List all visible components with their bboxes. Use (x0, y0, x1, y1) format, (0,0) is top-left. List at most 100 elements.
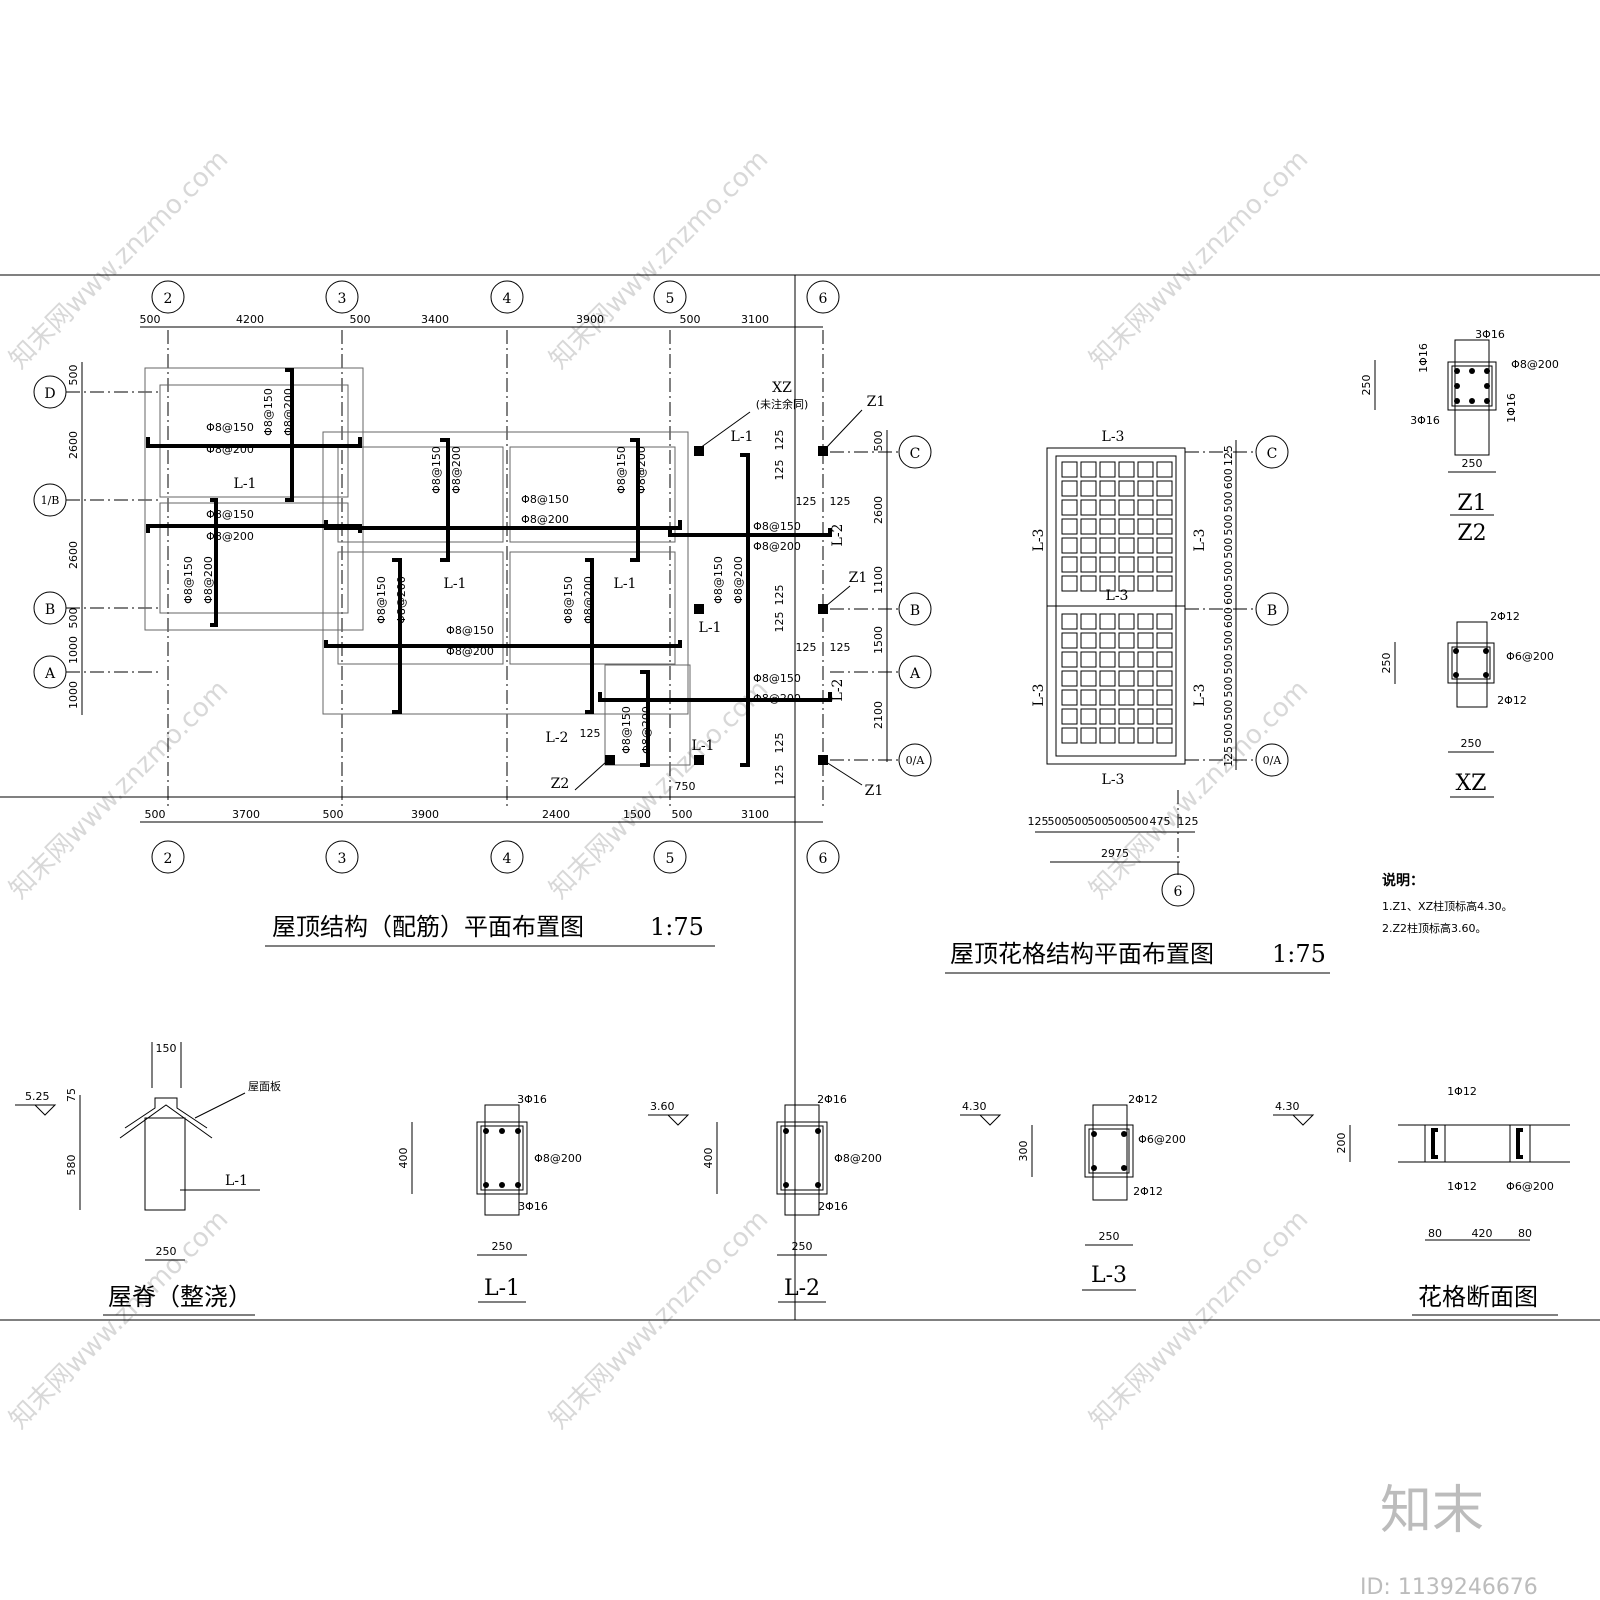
column-xz (694, 755, 704, 765)
dim-text: 500 (67, 608, 80, 629)
dim-text: 125 (773, 430, 786, 451)
rebar-labels: Φ8@150 Φ8@200 Φ8@150 Φ8@200 Φ8@150 Φ8@20… (182, 388, 801, 754)
dim-text: 500 (672, 808, 693, 821)
lattice-cell (1137, 651, 1154, 668)
lattice-cell (1118, 480, 1135, 497)
lattice-cell (1118, 613, 1135, 630)
axis-label: A (44, 666, 56, 682)
axis-label: 0/A (1263, 754, 1283, 767)
dim-text: 250 (492, 1240, 513, 1253)
rebar-text: 1Φ12 (1447, 1180, 1477, 1193)
column-labels: XZ (未注余同) Z1 Z1 Z1 Z2 (551, 380, 886, 799)
watermark-4: 知末网www.znzmo.com (4, 674, 235, 905)
lattice-cell (1099, 632, 1116, 649)
rebar-text: Φ8@200 (446, 645, 494, 658)
lattice-cell (1061, 670, 1078, 687)
rebar-text: 2Φ16 (818, 1200, 848, 1213)
dim-text: 500 (67, 365, 80, 386)
lattice-cell (1061, 556, 1078, 573)
lattice-cell (1118, 499, 1135, 516)
lattice-cell (1137, 480, 1154, 497)
beam-label: L-3 (1106, 588, 1129, 604)
dim-text: 125 (773, 612, 786, 633)
rebar-text: 3Φ16 (518, 1200, 548, 1213)
small-dimensions: 125 125 125 125 125 125 125 125 125 125 … (580, 430, 851, 794)
rebar-text: Φ8@200 (282, 388, 295, 436)
section-title: L-3 (1091, 1263, 1127, 1288)
dim-text: 475 (1150, 815, 1171, 828)
rebar-text: Φ8@200 (521, 513, 569, 526)
rebar-text: 3Φ16 (1410, 414, 1440, 427)
rebar-text: Φ8@200 (450, 446, 463, 494)
rebar-text: Φ8@150 (620, 706, 633, 754)
dim-text: 125 (773, 733, 786, 754)
lattice-cell (1118, 575, 1135, 592)
axis-label: 6 (819, 291, 828, 307)
dim-text: 125 (796, 495, 817, 508)
column-z1-section: 3Φ16 1Φ16 Φ8@200 1Φ16 3Φ16 250 250 Z1 Z2 (1360, 328, 1559, 546)
lattice-cell (1156, 689, 1173, 706)
axis-label: 2 (164, 291, 173, 307)
beam-label: L-1 (234, 476, 257, 492)
lattice-cell (1080, 537, 1097, 554)
column-xz (694, 604, 704, 614)
rebar-text: Φ8@200 (753, 540, 801, 553)
lattice-cell (1156, 499, 1173, 516)
dim-text: 580 (65, 1155, 78, 1176)
axis-label: 6 (819, 851, 828, 867)
lattice-cell (1099, 613, 1116, 630)
lattice-cell (1137, 670, 1154, 687)
brand-logo: 知末 (1380, 1481, 1485, 1541)
lattice-grid (1061, 461, 1173, 744)
rebar-text: 1Φ16 (1417, 343, 1430, 373)
rebar-text: Φ8@150 (375, 576, 388, 624)
dim-text: 2600 (67, 431, 80, 459)
beam-label: L-1 (692, 738, 715, 754)
rebar-text: Φ8@150 (615, 446, 628, 494)
rebar-text: Φ8@200 (732, 556, 745, 604)
dim-text: 250 (1099, 1230, 1120, 1243)
lattice-cell (1061, 613, 1078, 630)
column-z1 (818, 446, 828, 456)
lattice-bottom-dims: 125 500 500 500 500 500 475 125 (1028, 815, 1199, 828)
column-xz-section: 2Φ12 Φ6@200 2Φ12 250 250 XZ (1380, 610, 1554, 798)
lattice-cell (1137, 556, 1154, 573)
beam-label: L-3 (1192, 529, 1208, 552)
dim-text: 200 (1335, 1133, 1348, 1154)
rebar-text: 1Φ12 (1447, 1085, 1477, 1098)
lattice-cell (1137, 727, 1154, 744)
section-title: Z1 (1457, 491, 1486, 516)
dim-text: 500 (1088, 815, 1109, 828)
rebar-bars (146, 368, 832, 767)
dim-text: 500 (145, 808, 166, 821)
lattice-cell (1118, 518, 1135, 535)
dim-text: 250 (1461, 737, 1482, 750)
lattice-section: 1Φ12 1Φ12 Φ6@200 4.30 200 80 420 80 花格断面… (1273, 1085, 1570, 1316)
column-note: (未注余同) (756, 397, 809, 411)
rebar-text: Φ8@150 (753, 520, 801, 533)
axis-label: 5 (666, 291, 675, 307)
lattice-cell (1080, 651, 1097, 668)
dim-text: 1500 (623, 808, 651, 821)
lattice-cell (1156, 727, 1173, 744)
lattice-cell (1137, 518, 1154, 535)
elevation-text: 3.60 (650, 1100, 675, 1113)
dim-text: 125 (1028, 815, 1049, 828)
dim-text: 1000 (67, 636, 80, 664)
column-label: Z1 (867, 394, 886, 410)
lattice-cell (1118, 727, 1135, 744)
note-line: 2.Z2柱顶标高3.60。 (1382, 921, 1487, 935)
rebar-text: 2Φ16 (817, 1093, 847, 1106)
lattice-cell (1156, 480, 1173, 497)
rebar-text: Φ8@150 (262, 388, 275, 436)
lattice-cell (1099, 651, 1116, 668)
rebar-text: Φ8@200 (640, 706, 653, 754)
image-id: ID: 1139246676 (1360, 1575, 1538, 1600)
dim-text: 3100 (741, 313, 769, 326)
axis-label: C (1267, 446, 1278, 462)
rebar-text: 3Φ16 (1475, 328, 1505, 341)
dim-text: 500 (140, 313, 161, 326)
dim-text: 3700 (232, 808, 260, 821)
dim-text: 500 (1222, 677, 1235, 698)
